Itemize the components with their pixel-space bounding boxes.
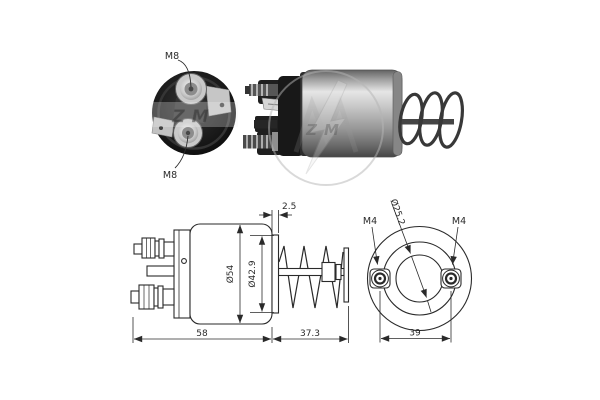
watermark-m-stroke [293,95,359,153]
front-view-dimensions [371,203,459,343]
front-outer-circle [366,225,473,332]
side-view-watermark: ZM [268,70,384,186]
rear-bolt-top [175,73,207,105]
plunger-spring-photo [398,91,464,149]
m4-left-label: M4 [363,216,377,227]
stud-top-photo [245,84,278,96]
m8-bottom-leader-line [174,135,189,169]
drawing-rod-nut [321,261,336,283]
plunger-rod-photo [399,119,454,125]
m8-top-leader-line [177,59,192,88]
stud-bottom-photo [243,132,278,151]
side-view-photo: ZM [243,69,464,186]
dim-plunger-assembly-length: 37.3 [300,329,320,339]
dim-body-length: 58 [196,329,208,339]
drawing-end-plate [343,247,350,303]
dim-bolt-spacing: 39 [409,329,421,339]
terminal-link-plate [173,98,207,123]
side-watermark-text: ZM [305,121,346,139]
terminal-tab-right [205,85,232,117]
front-view-drawing [366,225,473,332]
terminal-tab-left [151,116,175,138]
rear-view-watermark: ZM [151,102,238,127]
front-bolt-left [369,268,391,289]
pin-terminal-photo [254,120,277,129]
front-bolt-right [440,268,462,289]
dim-body-diameter: Ø54 [225,264,236,283]
solenoid-rear-flange [278,76,304,156]
m8-top-label: M8 [165,51,179,62]
m4-right-label: M4 [452,216,466,227]
drawing-stud-bottom [130,284,175,310]
section-drawing [130,223,350,325]
rear-watermark-text: ZM [171,107,215,127]
drawing-bracket [146,229,191,319]
section-dimensions [132,210,349,343]
drawing-rod-washer [335,263,342,281]
blade-terminal-drawing [146,265,175,277]
rear-bolt-bottom [173,118,203,148]
dim-flange-thickness: 2.5 [282,202,296,212]
watermark-lightning-icon [305,79,348,175]
m8-bottom-label: M8 [163,170,177,181]
drawing-spring [278,245,344,309]
drawing-stud-top [133,237,175,259]
drawing-flange [271,234,280,314]
dim-flange-diameter: Ø42.9 [247,260,258,287]
rear-view-photo: ZM M8 M8 [151,51,238,181]
